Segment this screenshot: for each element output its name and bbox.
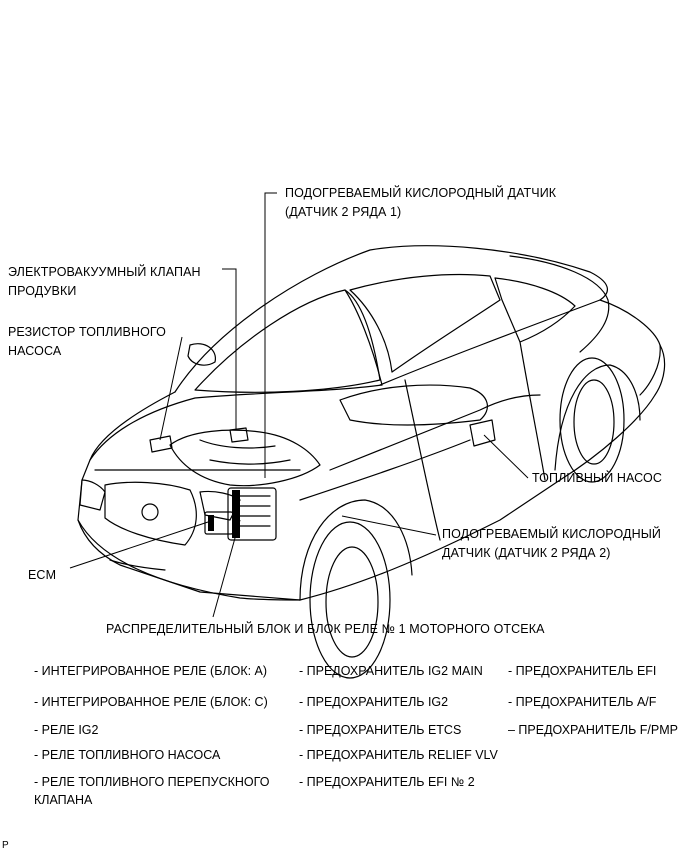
list-item: - ИНТЕГРИРОВАННОЕ РЕЛЕ (БЛОК: C) (34, 695, 268, 709)
label-ecm: ECM (28, 568, 57, 582)
list-item: - ПРЕДОХРАНИТЕЛЬ EFI (508, 664, 657, 678)
car-hood (89, 384, 383, 461)
label-relay-block: РАСПРЕДЕЛИТЕЛЬНЫЙ БЛОК И БЛОК РЕЛЕ № 1 М… (106, 622, 545, 636)
car-front-wheel-rim (325, 546, 379, 658)
engine-detail (199, 439, 291, 465)
driveshaft (299, 439, 471, 501)
leader-purge-vsv (222, 268, 237, 430)
list-item: - ПРЕДОХРАНИТЕЛЬ EFI № 2 (299, 775, 475, 789)
leader-fuel-pump (483, 434, 529, 479)
car-roof-outline (174, 245, 608, 393)
list-item: - РЕЛЕ IG2 (34, 723, 99, 737)
relay-block-detail (233, 495, 271, 527)
car-front-wheel (309, 521, 391, 679)
fuel-resistor (149, 435, 173, 453)
car-beltline (379, 299, 601, 386)
car-side-window-rear (494, 277, 576, 343)
list-item: - ИНТЕГРИРОВАННОЕ РЕЛЕ (БЛОК: A) (34, 664, 268, 678)
list-item: – ПРЕДОХРАНИТЕЛЬ F/PMP (508, 723, 678, 737)
car-front-wheel-arch (299, 499, 413, 601)
list-item: - ПРЕДОХРАНИТЕЛЬ RELIEF VLV (299, 748, 498, 762)
car-front-bumper (77, 519, 301, 601)
list-item: КЛАПАНА (34, 793, 93, 807)
car-side-window-front (349, 273, 501, 373)
list-item: - ПРЕДОХРАНИТЕЛЬ IG2 MAIN (299, 664, 483, 678)
leader-o2-bank1 (264, 192, 277, 478)
fuel-pump-unit (469, 419, 496, 447)
car-rear-window (509, 255, 610, 353)
list-item: - РЕЛЕ ТОПЛИВНОГО НАСОСА (34, 748, 221, 762)
car-door-line (404, 379, 441, 541)
car-fog-lamp (109, 559, 166, 571)
car-windshield (194, 289, 381, 393)
purge-vsv (229, 427, 249, 443)
label-o2-sensor-bank2: ПОДОГРЕВАЕМЫЙ КИСЛОРОДНЫЙ ДАТЧИК (ДАТЧИК… (442, 527, 661, 560)
car-headlight-right (199, 490, 241, 521)
list-item: - ПРЕДОХРАНИТЕЛЬ IG2 (299, 695, 449, 709)
list-item: - ПРЕДОХРАНИТЕЛЬ A/F (508, 695, 657, 709)
ecm-fill (208, 515, 214, 531)
corner-mark: P (2, 840, 9, 851)
label-fuel-pump-resistor: РЕЗИСТОР ТОПЛИВНОГО НАСОСА (8, 325, 166, 358)
car-emblem (141, 503, 159, 521)
leader-o2-bank2 (341, 515, 437, 536)
relay-block-fill (232, 490, 240, 538)
label-purge-vsv: ЭЛЕКТРОВАКУУМНЫЙ КЛАПАН ПРОДУВКИ (8, 265, 201, 298)
car-headlight-left (79, 479, 106, 511)
relay-block-box (227, 487, 277, 541)
car-mirror (187, 343, 216, 366)
list-item: - РЕЛЕ ТОПЛИВНОГО ПЕРЕПУСКНОГО (34, 775, 270, 789)
car-a-pillar (344, 289, 383, 386)
engine-block (169, 429, 321, 487)
list-item: - ПРЕДОХРАНИТЕЛЬ ETCS (299, 723, 462, 737)
car-sill (299, 344, 666, 601)
car-rear-wheel (559, 357, 625, 483)
label-fuel-pump: ТОПЛИВНЫЙ НАСОС (532, 471, 662, 485)
car-rear-wheel-arch (554, 364, 641, 471)
exhaust-pipe (329, 394, 541, 471)
label-o2-sensor-bank1: ПОДОГРЕВАЕМЫЙ КИСЛОРОДНЫЙ ДАТЧИК (ДАТЧИК… (285, 186, 557, 219)
leader-ecm (69, 521, 209, 569)
fuel-tank (339, 384, 488, 426)
car-door-line-2 (519, 341, 546, 481)
leader-fuel-resistor (159, 336, 183, 441)
car-grille (104, 481, 197, 546)
car-rear-wheel-rim (573, 379, 615, 465)
car-rear-quarter (599, 299, 661, 396)
leader-relay-block (212, 519, 241, 618)
